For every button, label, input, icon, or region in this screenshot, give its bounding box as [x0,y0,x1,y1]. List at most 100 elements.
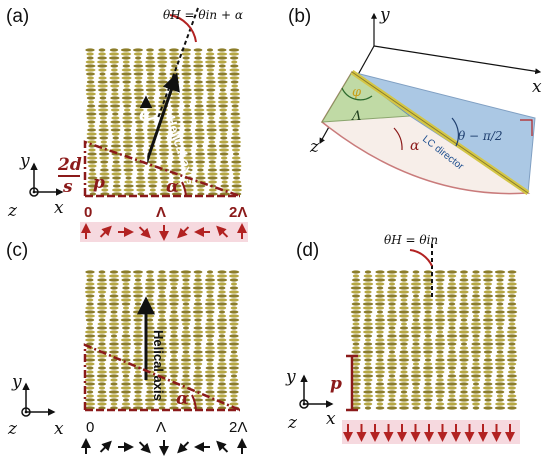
lc-molecule [436,354,444,358]
lc-molecule [446,334,458,338]
lc-molecule [387,346,397,350]
lc-molecule [399,374,409,378]
lc-molecule [123,136,133,140]
lc-molecule [133,374,143,378]
lc-molecule [157,80,168,84]
lc-molecule [375,282,385,286]
lc-molecule [435,394,445,398]
lc-molecule [88,100,95,104]
lc-molecule [411,278,421,282]
lc-molecule [472,294,480,298]
lc-molecule [495,310,505,314]
lc-molecule [460,386,468,390]
lc-molecule [217,374,227,378]
lc-molecule [88,172,97,176]
lc-molecule [350,334,362,338]
lc-molecule [374,278,386,282]
lc-molecule [85,350,95,354]
lc-molecule [400,302,408,306]
lc-molecule [386,318,398,322]
lc-molecule [362,374,374,378]
lc-molecule [352,346,360,350]
lc-molecule [495,366,505,370]
lc-molecule [376,330,384,334]
lc-molecule [483,346,493,350]
lc-molecule [121,346,131,350]
lc-molecule [207,156,217,160]
lc-molecule [97,378,107,382]
lc-molecule [446,406,458,410]
lc-molecule [436,286,444,290]
lc-molecule [121,76,132,80]
lc-molecule [424,310,432,314]
lc-molecule [184,104,191,108]
lc-molecule [434,366,446,370]
lc-molecule [434,294,446,298]
lc-molecule [147,172,158,176]
lc-molecule [195,152,205,156]
lc-molecule [207,72,214,76]
lc-molecule [193,294,203,298]
lc-molecule [423,398,433,402]
lc-molecule [206,128,217,132]
lc-molecule [194,278,202,282]
lc-molecule [135,80,142,84]
lc-molecule [170,92,180,96]
lc-molecule [122,354,130,358]
lc-molecule [100,168,109,172]
lc-molecule [120,270,132,274]
lc-molecule [447,398,457,402]
lc-molecule [158,96,168,100]
lc-molecule [146,342,154,346]
lc-molecule [446,358,458,362]
lc-molecule [411,346,421,350]
lc-molecule [133,88,144,92]
lc-molecule [506,330,518,334]
lc-molecule [496,278,504,282]
lc-molecule [169,282,179,286]
lc-molecule [434,318,446,322]
alpha-arc-top-a [145,116,157,121]
alpha-label-b: α [410,138,420,154]
lc-molecule [482,318,494,322]
lc-molecule [217,314,227,318]
lc-molecule [424,354,432,358]
lc-molecule [182,120,193,124]
lc-molecule [435,370,445,374]
lc-molecule [458,306,470,310]
lc-molecule [145,68,156,72]
lc-molecule [204,374,216,378]
lc-molecule [97,402,107,406]
lc-molecule [87,184,98,188]
lc-molecule [205,286,215,290]
lc-molecule [161,160,168,164]
lc-molecule [423,282,433,286]
lc-molecule [388,394,396,398]
lc-molecule [173,176,181,180]
lc-molecule [229,76,240,80]
lc-molecule [507,290,517,294]
lc-molecule [171,160,181,164]
lc-molecule [446,290,458,294]
lc-molecule [351,326,361,330]
lc-molecule [460,318,468,322]
lc-molecule [146,72,155,76]
lc-molecule [111,172,122,176]
lc-molecule [169,338,179,342]
lc-molecule [483,282,493,286]
lc-molecule [110,290,118,294]
lc-molecule [375,406,385,410]
lc-molecule [471,286,481,290]
lc-molecule [121,382,131,386]
lc-molecule [168,342,180,346]
lc-molecule [184,148,192,152]
lc-molecule [459,290,469,294]
lc-molecule [122,100,132,104]
lc-molecule [183,124,192,128]
lc-molecule [134,136,145,140]
lc-molecule [112,176,121,180]
lc-molecule [85,362,95,366]
lc-molecule [496,346,504,350]
lc-molecule [133,72,144,76]
lc-molecule [134,96,144,100]
